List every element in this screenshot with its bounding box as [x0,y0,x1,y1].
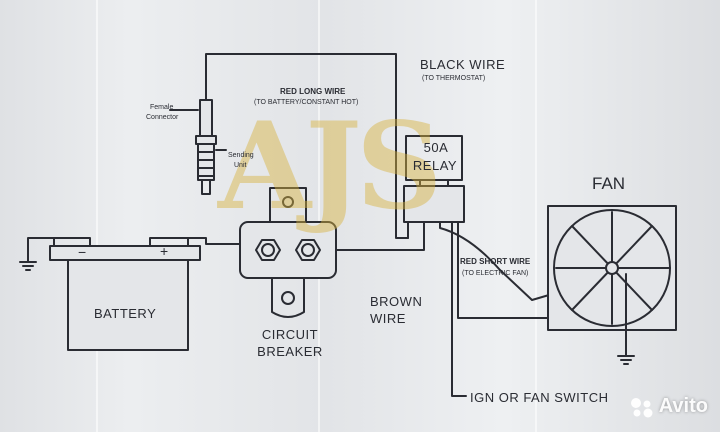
relay-box [403,185,465,223]
paper-fold [535,0,537,432]
black-wire-label: BLACK WIRE [420,57,506,72]
relay-fan-wire [457,221,549,319]
ground-icon [19,261,37,271]
fan-ground-icon [617,355,635,365]
brown-wire [335,221,425,251]
brown-wire-label-2: WIRE [370,311,406,326]
battery-positive-terminal [149,237,189,247]
circuit-breaker-label: CIRCUIT [261,327,319,342]
battery-top [49,245,201,261]
red-long-wire-note: (TO BATTERY/CONSTANT HOT) [254,99,359,106]
female-connector-label: Female [150,104,174,111]
breaker-bottom-tab [271,277,305,318]
avito-logo-text: Avito [658,395,708,417]
battery-ground-wire [27,237,55,263]
positive-wire [187,237,241,245]
female-connector-label-2: Connector [146,114,179,121]
sending-unit-connector [199,99,213,137]
breaker-top-tab [269,187,307,223]
relay-label-2: RELAY [412,158,458,173]
relay-label-box [405,135,463,181]
battery-minus-sign: − [78,244,87,260]
brown-wire-label: BROWN [370,294,423,309]
ign-switch-label: IGN OR FAN SWITCH [470,390,609,405]
battery-negative-terminal [53,237,91,247]
sending-unit-label: Sending [228,152,254,159]
battery-plus-sign: + [160,243,169,259]
avito-logo-icon [630,397,653,417]
watermark-logo: AJS [218,96,443,237]
paper-fold [318,0,320,432]
red-short-wire-label: RED SHORT WIRE [460,257,531,266]
red-short-wire [439,221,601,301]
fan-blades [555,211,671,325]
battery-body [67,257,189,351]
black-wire-note: (TO THERMOSTAT) [422,75,486,82]
paper-fold [96,0,98,432]
switch-wire [451,221,467,397]
red-long-wire [205,53,409,239]
breaker-nut-left [255,239,281,261]
fan-label: FAN [592,174,626,193]
red-long-wire-label: RED LONG WIRE [280,87,346,96]
circuit-breaker-label-2: BREAKER [257,344,323,359]
breaker-nut-right [295,239,321,261]
battery-label: BATTERY [94,306,157,321]
relay-label: 50A [423,140,449,155]
avito-watermark: Avito [629,395,708,418]
red-short-wire-note: (TO ELECTRIC FAN) [462,270,529,277]
sending-unit-label-2: Unit [234,162,247,169]
